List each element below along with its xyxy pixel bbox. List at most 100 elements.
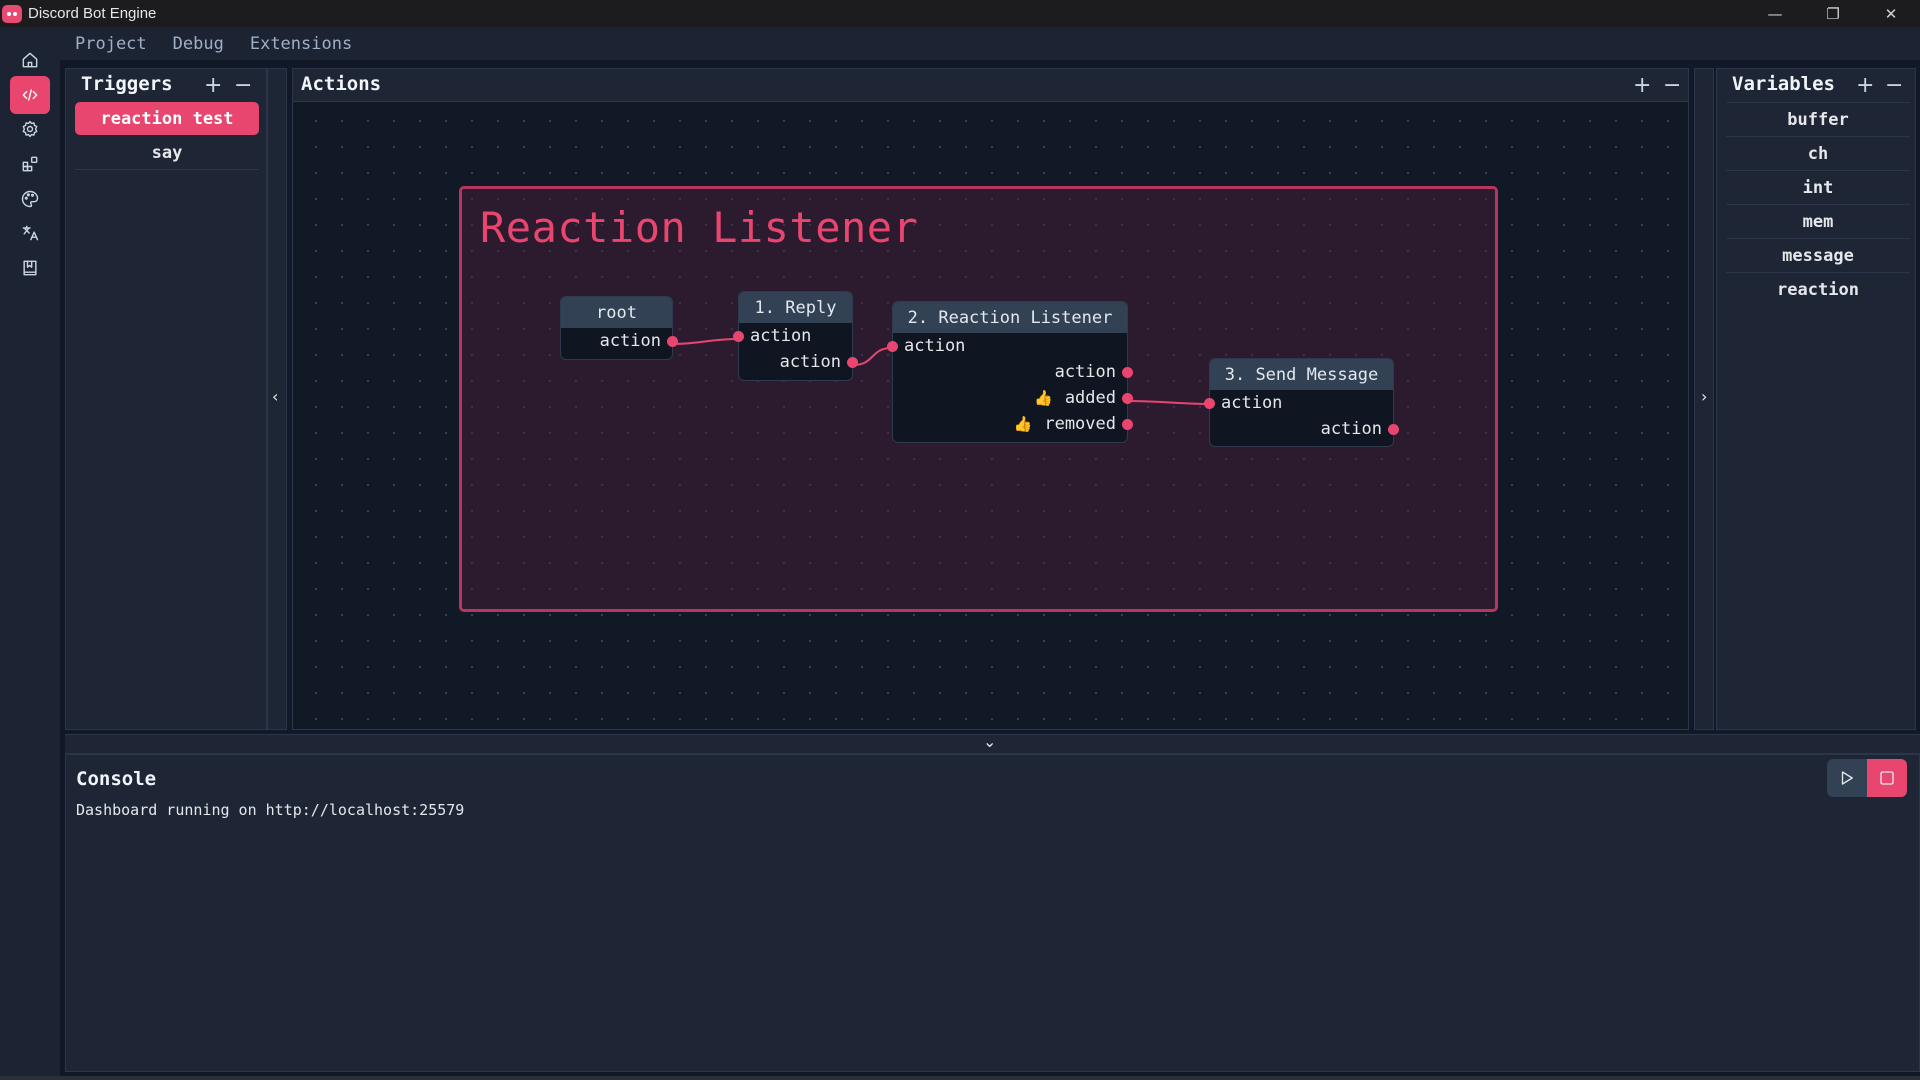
node-title: 1. Reply — [739, 292, 852, 323]
thumbs-up-icon: 👍 — [1013, 415, 1033, 433]
node-title: 3. Send Message — [1210, 359, 1393, 390]
chevron-left-icon[interactable]: ‹ — [272, 387, 279, 406]
console-title: Console — [76, 768, 157, 790]
trigger-list: reaction test say — [75, 102, 259, 172]
node-title: root — [561, 297, 672, 328]
variable-item[interactable]: int — [1726, 170, 1910, 204]
input-port-action[interactable]: action — [887, 333, 1127, 359]
chevron-down-icon[interactable]: ⌄ — [983, 732, 997, 751]
code-icon — [22, 89, 38, 101]
translate-icon — [22, 225, 39, 241]
output-port-action[interactable]: action — [1210, 416, 1399, 442]
window-title: Discord Bot Engine — [28, 5, 157, 22]
variable-item[interactable]: mem — [1726, 204, 1910, 238]
actions-header: Actions + − — [292, 68, 1689, 102]
thumbs-up-icon: 👍 — [1034, 389, 1053, 407]
rail-home-button[interactable] — [10, 41, 50, 79]
output-port-action[interactable]: action — [561, 328, 678, 354]
rail-code-button[interactable] — [10, 76, 50, 114]
output-port-removed[interactable]: 👍 removed — [893, 411, 1133, 437]
add-variable-button[interactable]: + — [1856, 73, 1875, 98]
port-dot[interactable] — [733, 331, 744, 342]
rail-extensions-button[interactable] — [10, 145, 50, 183]
port-dot[interactable] — [1204, 398, 1215, 409]
port-label: action — [1320, 419, 1382, 439]
variable-item[interactable]: buffer — [1726, 102, 1910, 136]
output-port-action[interactable]: action — [739, 349, 858, 375]
port-dot[interactable] — [667, 336, 678, 347]
home-icon — [22, 52, 38, 68]
right-collapse-strip[interactable]: › — [1694, 68, 1714, 730]
port-dot[interactable] — [1122, 419, 1133, 430]
trigger-item-say[interactable]: say — [75, 137, 259, 170]
blocks-icon — [22, 156, 38, 172]
palette-icon — [21, 190, 39, 208]
input-port-action[interactable]: action — [733, 323, 852, 349]
start-bot-button[interactable] — [1827, 759, 1867, 797]
variables-panel: Variables + − buffer ch int mem message … — [1716, 68, 1916, 730]
port-label: action — [1054, 362, 1116, 382]
nav-rail — [0, 27, 60, 1076]
book-icon — [23, 260, 37, 276]
title-bar: Discord Bot Engine — ❐ ✕ — [0, 0, 1920, 27]
port-dot[interactable] — [1122, 367, 1133, 378]
variable-list: buffer ch int mem message reaction — [1726, 102, 1910, 306]
stop-bot-button[interactable] — [1867, 759, 1907, 797]
window-controls: — ❐ ✕ — [1746, 0, 1920, 27]
console-panel: Console Dashboard running on http://loca… — [65, 754, 1920, 1072]
remove-action-button[interactable]: − — [1663, 73, 1682, 98]
node-reaction-listener[interactable]: 2. Reaction Listener action action 👍 add… — [887, 301, 1133, 443]
port-dot[interactable] — [1388, 424, 1399, 435]
node-root[interactable]: root action — [560, 296, 678, 360]
output-port-added[interactable]: 👍 added — [893, 385, 1133, 411]
port-dot[interactable] — [887, 341, 898, 352]
actions-title: Actions — [301, 73, 382, 95]
port-label: removed — [1044, 414, 1116, 434]
port-label: action — [599, 331, 661, 351]
run-controls — [1827, 759, 1907, 797]
restore-button[interactable]: ❐ — [1826, 4, 1840, 23]
console-resize-bar[interactable]: ⌄ — [65, 732, 1920, 754]
port-dot[interactable] — [1122, 393, 1133, 404]
node-send-message[interactable]: 3. Send Message action action — [1204, 358, 1399, 447]
input-port-action[interactable]: action — [1204, 390, 1393, 416]
menu-extensions[interactable]: Extensions — [249, 33, 353, 54]
port-label: action — [904, 336, 966, 356]
close-button[interactable]: ✕ — [1884, 4, 1898, 23]
port-dot[interactable] — [847, 357, 858, 368]
left-collapse-strip[interactable]: ‹ — [267, 68, 287, 730]
group-title: Reaction Listener — [480, 203, 919, 252]
node-reply[interactable]: 1. Reply action action — [733, 291, 858, 381]
add-action-button[interactable]: + — [1633, 73, 1652, 98]
remove-trigger-button[interactable]: − — [234, 73, 253, 98]
play-icon — [1841, 771, 1853, 785]
variables-title: Variables — [1732, 73, 1835, 95]
variable-item[interactable]: reaction — [1726, 272, 1910, 306]
stop-icon — [1880, 771, 1894, 785]
rail-docs-button[interactable] — [10, 249, 50, 287]
discord-logo-icon — [2, 4, 22, 23]
remove-variable-button[interactable]: − — [1885, 73, 1904, 98]
rail-language-button[interactable] — [10, 214, 50, 252]
rail-theme-button[interactable] — [10, 180, 50, 218]
port-label: action — [1221, 393, 1283, 413]
rail-settings-button[interactable] — [10, 110, 50, 148]
output-port-action[interactable]: action — [893, 359, 1133, 385]
menu-debug[interactable]: Debug — [172, 33, 224, 54]
triggers-panel: Triggers + − reaction test say — [65, 68, 267, 730]
variable-item[interactable]: message — [1726, 238, 1910, 272]
port-label: added — [1064, 388, 1116, 408]
triggers-title: Triggers — [81, 73, 173, 95]
chevron-right-icon[interactable]: › — [1701, 387, 1708, 406]
variable-item[interactable]: ch — [1726, 136, 1910, 170]
port-label: action — [750, 326, 812, 346]
gear-icon — [22, 120, 38, 138]
bottom-edge — [0, 1076, 1920, 1080]
menu-bar: Project Debug Extensions — [60, 27, 1920, 61]
console-output-line: Dashboard running on http://localhost:25… — [76, 801, 465, 819]
menu-project[interactable]: Project — [75, 33, 147, 54]
minimize-button[interactable]: — — [1767, 4, 1783, 23]
trigger-item-reaction-test[interactable]: reaction test — [75, 102, 259, 135]
port-label: action — [779, 352, 841, 372]
add-trigger-button[interactable]: + — [204, 73, 223, 98]
